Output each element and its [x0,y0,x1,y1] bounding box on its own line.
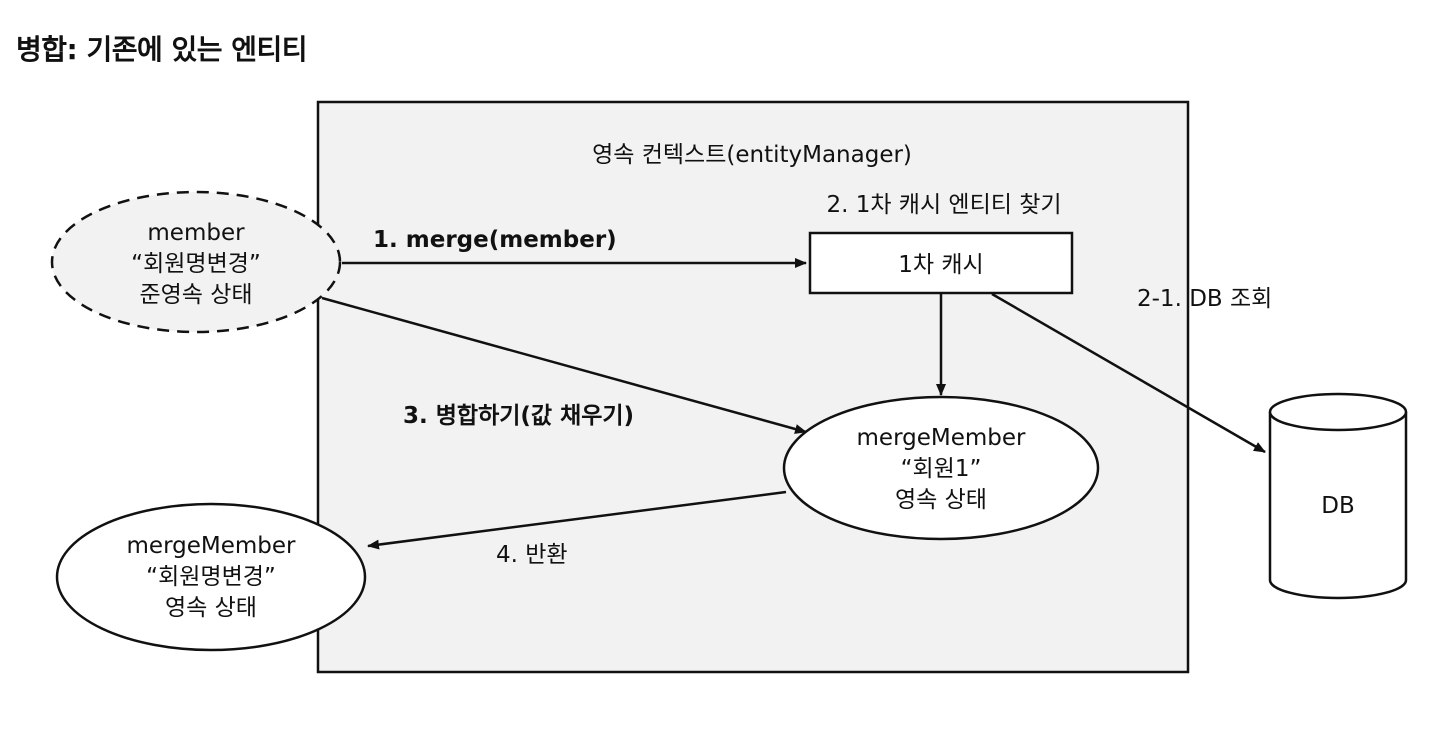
first-level-cache-label: 1차 캐시 [898,252,983,278]
database-cylinder[interactable] [1268,392,1408,600]
first-level-cache-box[interactable] [808,231,1074,295]
page-title: 병합: 기존에 있는 엔티티 [16,33,308,66]
step-db-lookup-label: 2-1. DB 조회 [1137,286,1272,312]
detached-member-state: 준영속 상태 [139,282,252,308]
returned-member-value: “회원명변경” [146,564,276,590]
persistent-member-value: “회원1” [901,456,982,482]
persistent-member-name: mergeMember [857,425,1027,451]
step-fill-label: 3. 병합하기(값 채우기) [403,403,634,429]
cache-find-label: 2. 1차 캐시 엔티티 찾기 [826,192,1061,218]
return-arrow [367,490,787,550]
step-merge-label: 1. merge(member) [373,227,617,253]
persistent-member-state: 영속 상태 [895,487,987,513]
detached-member-ellipse[interactable] [50,190,342,334]
persistent-member-ellipse[interactable] [782,395,1100,541]
step-return-label: 4. 반환 [496,542,568,568]
returned-member-ellipse[interactable] [55,502,367,652]
fill-values-arrow [321,296,807,434]
database-label: DB [1321,493,1355,519]
persistence-context-box [316,100,1190,674]
returned-member-name: mergeMember [127,533,297,559]
persistence-context-label: 영속 컨텍스트(entityManager) [592,142,912,168]
detached-member-name: member [147,220,245,246]
db-lookup-arrow [991,292,1266,454]
detached-member-value: “회원명변경” [131,251,261,277]
returned-member-state: 영속 상태 [165,595,257,621]
